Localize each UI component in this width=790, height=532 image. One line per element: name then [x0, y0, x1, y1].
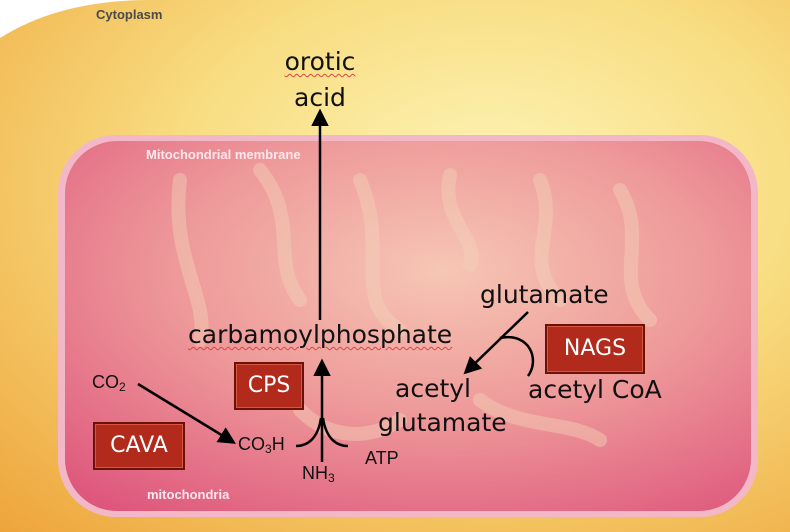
curve-atp-input	[321, 417, 349, 448]
carbamoylphosphate-label: carbamoylphosphate	[188, 320, 453, 349]
acetyl-glutamate-line2: glutamate	[378, 408, 507, 437]
acetyl-glutamate-label: acetyl glutamate	[378, 372, 507, 440]
co2-label: CO2	[92, 372, 126, 394]
cristae-decoration	[171, 163, 657, 447]
mitochondria-label: mitochondria	[147, 487, 230, 502]
membrane-label: Mitochondrial membrane	[146, 147, 301, 162]
orotic-line2: acid	[294, 83, 346, 112]
arrow-glutamate-to-acetylglutamate	[463, 311, 529, 375]
orotic-line1: orotic	[284, 47, 356, 76]
mitochondrion-matrix	[65, 141, 751, 511]
acetyl-glutamate-line1: acetyl	[395, 374, 471, 403]
atp-label: ATP	[365, 448, 399, 468]
orotic-acid-label: orotic acid	[278, 44, 362, 116]
acetyl-coa-label: acetyl CoA	[528, 375, 662, 404]
cytoplasm-label: Cytoplasm	[96, 7, 163, 22]
enzyme-nags-box: NAGS	[545, 324, 645, 374]
enzyme-cps-box: CPS	[234, 362, 304, 410]
nh3-label: NH3	[302, 463, 335, 485]
curve-co3h-input	[295, 417, 323, 448]
co3h-label: CO3H	[238, 434, 285, 456]
enzyme-cava-box: CAVA	[93, 422, 185, 470]
curve-acetylcoa-input	[499, 335, 535, 377]
glutamate-label: glutamate	[480, 280, 609, 309]
arrow-co2-to-co3h	[137, 382, 236, 444]
